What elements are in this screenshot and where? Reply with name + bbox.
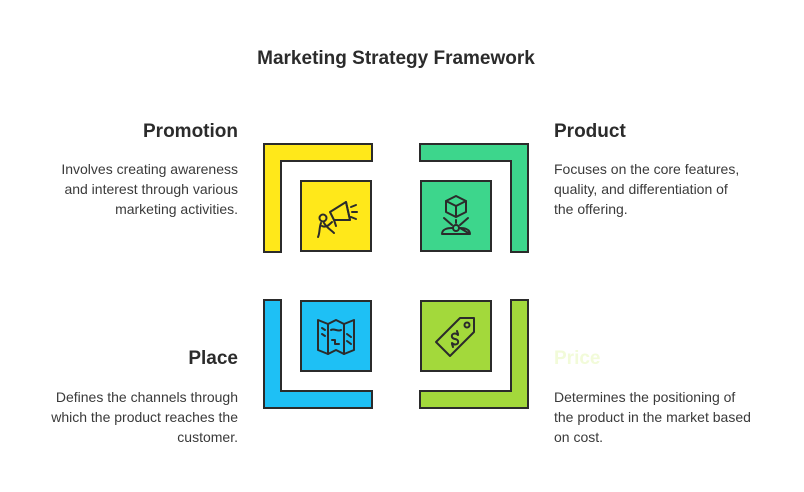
place-description: Defines the channels through which the p… bbox=[28, 387, 238, 447]
promotion-description-line: marketing activities. bbox=[115, 201, 238, 217]
promotion-description-line: Involves creating awareness bbox=[61, 161, 238, 177]
product-description-line: quality, and differentiation of bbox=[554, 181, 728, 197]
promotion-tile bbox=[300, 180, 372, 252]
megaphone-icon bbox=[317, 201, 358, 238]
place-description-line: which the product reaches the bbox=[51, 409, 238, 425]
price-description-line: Determines the positioning of bbox=[554, 389, 736, 405]
promotion-heading: Promotion bbox=[143, 121, 238, 142]
product-tile bbox=[420, 180, 492, 252]
product-description-line: the offering. bbox=[554, 201, 628, 217]
map-icon bbox=[317, 319, 355, 355]
product-description-line: Focuses on the core features, bbox=[554, 161, 740, 177]
price-heading: Price bbox=[554, 348, 601, 369]
promotion-description-line: and interest through various bbox=[64, 181, 238, 197]
diagram-title: Marketing Strategy Framework bbox=[257, 48, 535, 69]
price-description-line: the product in the market based bbox=[554, 409, 751, 425]
price-tag-icon bbox=[435, 317, 475, 357]
price-tile bbox=[420, 300, 492, 372]
place-description-line: Defines the channels through bbox=[55, 389, 238, 405]
promotion-description: Involves creating awareness and interest… bbox=[28, 159, 238, 219]
place-description-line: customer. bbox=[177, 429, 238, 445]
price-description: Determines the positioning of the produc… bbox=[554, 387, 784, 447]
product-box-icon bbox=[441, 195, 471, 235]
product-heading: Product bbox=[554, 121, 626, 142]
place-heading: Place bbox=[188, 348, 238, 369]
place-tile bbox=[300, 300, 372, 372]
price-description-line: on cost. bbox=[554, 429, 604, 445]
product-description: Focuses on the core features, quality, a… bbox=[554, 159, 784, 219]
